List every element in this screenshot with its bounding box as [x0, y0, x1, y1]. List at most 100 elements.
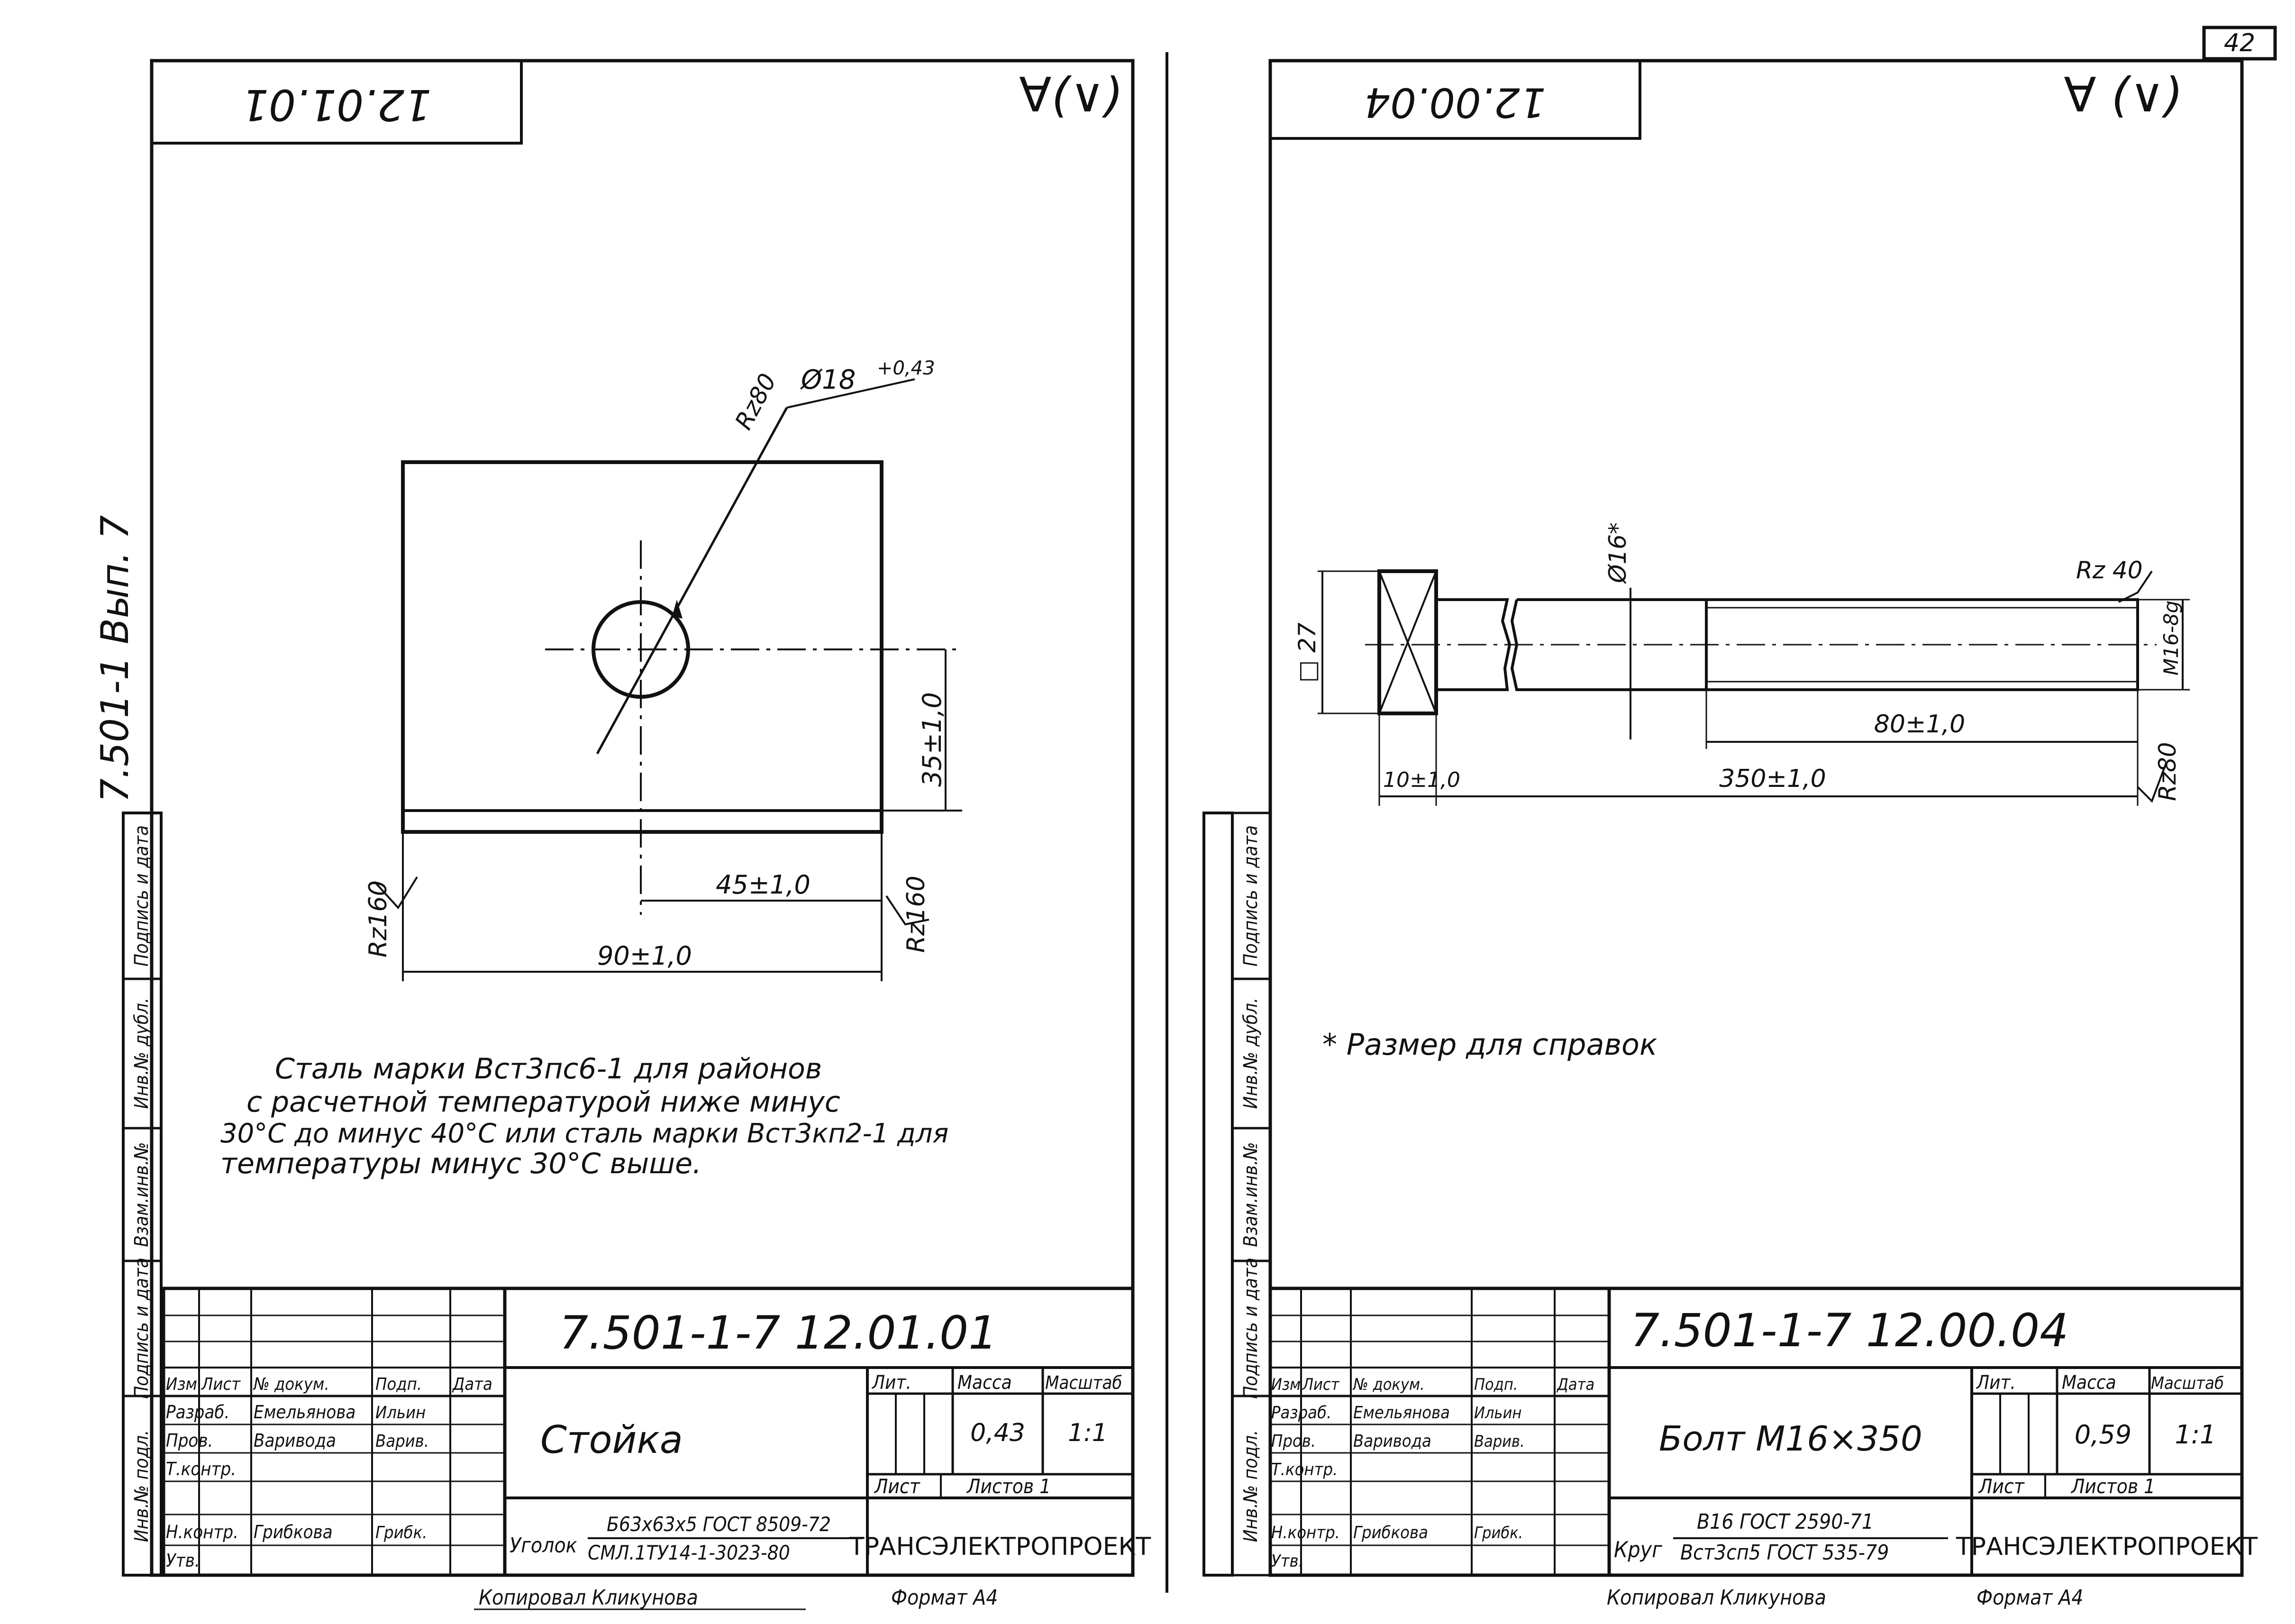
right-material-3: Вст3сп5 ГОСТ 535-79	[1680, 1541, 1889, 1565]
right-tkontr: Т.контр.	[1271, 1460, 1338, 1479]
right-code-box	[1269, 59, 1641, 140]
right-col-list: Лист	[1302, 1375, 1340, 1394]
bolt-dim-total: 350±1,0	[1719, 765, 1826, 793]
left-title: Стойка	[540, 1418, 683, 1462]
left-material-3: СМЛ.1ТУ14-1-3023-80	[588, 1541, 790, 1564]
right-utv: Утв.	[1271, 1551, 1303, 1571]
bolt-thread: M16-8g	[2159, 601, 2183, 675]
page-number-box: 42	[2202, 26, 2277, 61]
left-code-box	[150, 59, 523, 145]
left-nkontr-name: Грибкова	[254, 1522, 333, 1542]
left-rotated-code: 12.01.01	[242, 80, 432, 129]
left-col-sign: Подп.	[375, 1375, 422, 1394]
right-col-sign: Подп.	[1474, 1375, 1518, 1394]
bolt-dim-head: 10±1,0	[1383, 768, 1460, 792]
right-scale-val: 1:1	[2175, 1420, 2216, 1450]
left-lit: Лит.	[871, 1372, 911, 1394]
right-side-strip: Подпись и дата Инв.№ дубл. Взам.инв.№ По…	[1202, 812, 1272, 1577]
plate-drawing: Ø18 +0,43 Rz80 35±1,0 45±1,0 90±1,0 Rz16…	[364, 357, 962, 981]
left-prov-name: Варивода	[254, 1430, 336, 1451]
right-nkontr: Н.контр.	[1271, 1523, 1340, 1542]
right-lit: Лит.	[1976, 1372, 2016, 1394]
left-strip-vzam-inv: Взам.инв.№	[131, 1142, 153, 1247]
page-number: 42	[2224, 29, 2255, 57]
bolt-rz80: Rz80	[2154, 742, 2181, 801]
bolt-dim-thread-len: 80±1,0	[1874, 710, 1965, 739]
right-strip-vzam-inv: Взам.инв.№	[1240, 1142, 1262, 1247]
left-strip-podp-data: Подпись и дата	[131, 825, 153, 967]
dim-half: 45±1,0	[716, 870, 811, 900]
left-title-block: Изм Лист № докум. Подп. Дата Разраб. Еме…	[162, 1286, 1151, 1577]
left-kopir: Копировал Кликунова	[479, 1586, 698, 1610]
right-col-doc: № докум.	[1352, 1375, 1425, 1394]
left-prov-sign: Варив.	[375, 1432, 429, 1451]
left-strip-inv-dubl: Инв.№ дубл.	[131, 998, 153, 1109]
left-scale-val: 1:1	[1068, 1419, 1108, 1447]
note-line-2: с расчетной температурой ниже минус	[246, 1086, 840, 1119]
bolt-dia: Ø16*	[1604, 522, 1631, 584]
right-format: Формат А4	[1976, 1586, 2083, 1610]
hole-dia-tol: +0,43	[877, 357, 935, 379]
note-line-3: 30°С до минус 40°С или сталь марки Вст3к…	[220, 1118, 948, 1149]
left-prov: Пров.	[166, 1430, 213, 1451]
hole-dia-label: Ø18	[800, 365, 856, 395]
right-org: ТРАНСЭЛЕКТРОПРОЕКТ	[1956, 1533, 2258, 1561]
right-col-date: Дата	[1556, 1375, 1594, 1394]
right-strip-podp-data2: Подпись и дата	[1240, 1258, 1262, 1399]
left-strip-inv-podl: Инв.№ подл.	[131, 1430, 153, 1542]
bolt-drawing: Ø16* □ 27 Rz 40 M16-8g 80±1,0 10±1,0 3	[1293, 522, 2190, 806]
right-masshtab: Масштаб	[2151, 1374, 2224, 1393]
left-nkontr: Н.контр.	[166, 1522, 238, 1542]
left-col-date: Дата	[452, 1375, 492, 1394]
right-nkontr-name: Грибкова	[1353, 1523, 1428, 1542]
right-massa: Масса	[2062, 1372, 2116, 1394]
right-massa-val: 0,59	[2075, 1420, 2131, 1450]
left-roughness-mark: ∀(∨)	[1019, 67, 1123, 123]
left-col-izm: Изм	[166, 1375, 197, 1394]
dim-total: 90±1,0	[597, 941, 692, 971]
left-side-strip: Подпись и дата Инв.№ дубл. Взам.инв.№ По…	[122, 812, 163, 1577]
right-list: Лист	[1978, 1475, 2025, 1498]
right-prov: Пров.	[1271, 1432, 1316, 1451]
left-col-doc: № докум.	[253, 1375, 329, 1394]
left-note: Сталь марки Вст3пс6-1 для районов с расч…	[220, 1052, 948, 1180]
left-col-list: Лист	[201, 1375, 241, 1394]
left-format: Формат А4	[891, 1586, 998, 1610]
left-massa: Масса	[957, 1372, 1012, 1394]
note-line-4: температуры минус 30°С выше.	[220, 1147, 701, 1180]
right-note: * Размер для справок	[1322, 1027, 1658, 1062]
bolt-rz-end: Rz 40	[2076, 557, 2143, 584]
left-razrab: Разраб.	[166, 1402, 229, 1423]
right-prov-sign: Варив.	[1474, 1432, 1525, 1451]
right-listov: Листов 1	[2070, 1475, 2155, 1498]
right-razrab: Разраб.	[1271, 1403, 1331, 1423]
left-razrab-name: Емельянова	[254, 1402, 355, 1423]
left-material-1: Уголок	[510, 1533, 577, 1558]
right-razrab-name: Емельянова	[1353, 1403, 1450, 1423]
right-kopir: Копировал Кликунова	[1607, 1586, 1826, 1610]
left-razrab-sign: Ильин	[375, 1403, 426, 1423]
right-col-izm: Изм	[1271, 1375, 1301, 1394]
rz-right: Rz160	[902, 876, 930, 953]
left-tkontr: Т.контр.	[166, 1459, 236, 1479]
left-masshtab: Масштаб	[1045, 1372, 1122, 1393]
right-razrab-sign: Ильин	[1474, 1404, 1521, 1423]
right-sheet: 12.00.04 ∀ (∨) Подпись и дата Инв.№ дубл…	[1202, 59, 2258, 1610]
left-strip-podp-data2: Подпись и дата	[131, 1258, 153, 1399]
rz-hole-label: Rz80	[729, 369, 782, 434]
right-prov-name: Варивода	[1353, 1432, 1431, 1451]
right-nkontr-sign: Грибк.	[1474, 1524, 1523, 1542]
rz-left: Rz160	[364, 880, 392, 958]
right-strip-inv-dubl: Инв.№ дубл.	[1240, 998, 1262, 1109]
right-material-2: В16 ГОСТ 2590-71	[1697, 1510, 1874, 1534]
bolt-square: □ 27	[1293, 622, 1321, 683]
left-listov: Листов 1	[966, 1475, 1051, 1498]
right-doc-code: 7.501-1-7 12.00.04	[1630, 1304, 2068, 1357]
dim-vertical: 35±1,0	[917, 692, 947, 787]
right-material-1: Круг	[1614, 1537, 1662, 1562]
left-massa-val: 0,43	[970, 1419, 1025, 1447]
left-sheet: 12.01.01 ∀(∨) Подпись и дата Инв.№ дубл.…	[122, 59, 1151, 1610]
left-material-2: Б63х63х5 ГОСТ 8509-72	[607, 1513, 831, 1536]
right-roughness-mark: ∀ (∨)	[2064, 67, 2183, 123]
